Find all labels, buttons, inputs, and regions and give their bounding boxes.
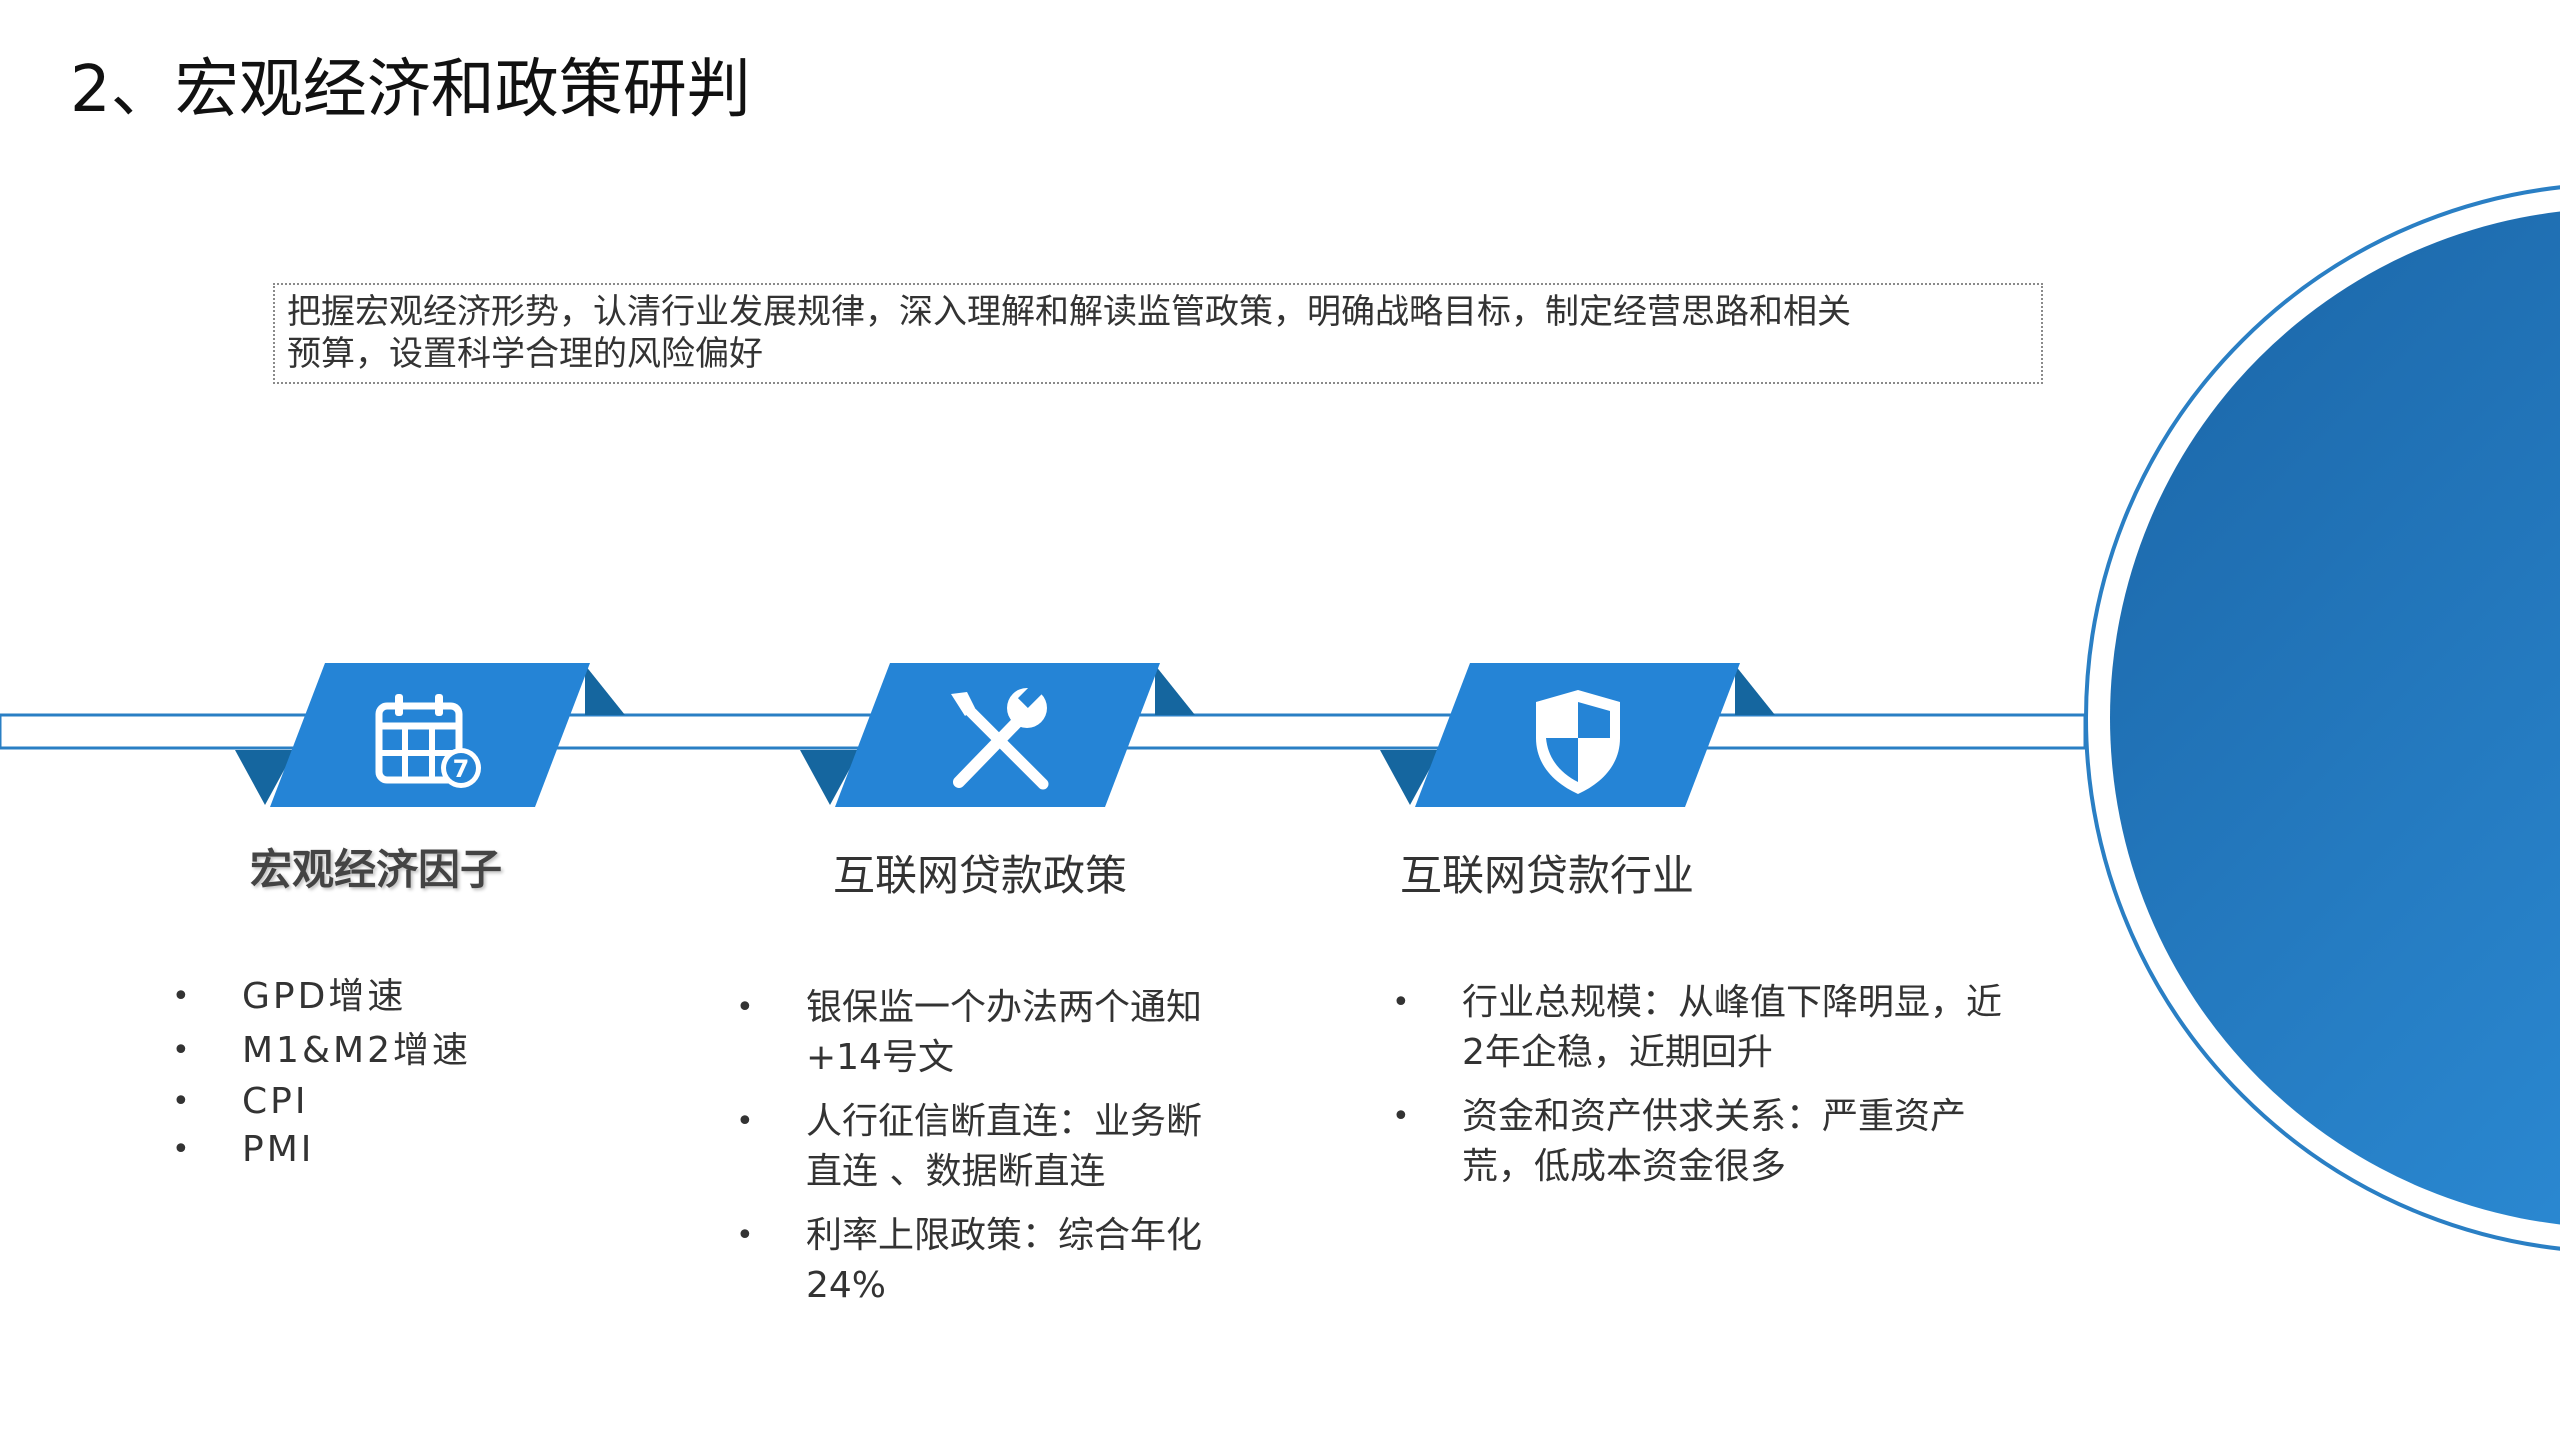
card-title-macro: 宏观经济因子 <box>250 845 503 894</box>
list-item: 行业总规模：从峰值下降明显，近2年企稳，近期回升 <box>1392 978 2022 1078</box>
list-item: 资金和资产供求关系：严重资产荒，低成本资金很多 <box>1392 1092 2022 1192</box>
slide-title: 2、宏观经济和政策研判 <box>70 53 751 127</box>
summary-line-1: 把握宏观经济形势，认清行业发展规律，深入理解和解读监管政策，明确战略目标，制定经… <box>287 292 1851 332</box>
list-item: 银保监一个办法两个通知+14号文 <box>736 983 1236 1083</box>
calendar-badge: 7 <box>453 755 470 783</box>
card-title-policy: 互联网贷款政策 <box>833 851 1128 900</box>
policy-bullet-list: 银保监一个办法两个通知+14号文 人行征信断直连：业务断直连 、数据断直连 利率… <box>736 983 1236 1325</box>
list-item: PMI <box>172 1126 572 1174</box>
list-item: CPI <box>172 1078 572 1126</box>
summary-box: 把握宏观经济形势，认清行业发展规律，深入理解和解读监管政策，明确战略目标，制定经… <box>273 283 2043 384</box>
list-item: 利率上限政策：综合年化24% <box>736 1211 1236 1311</box>
calendar-icon: 7 <box>375 694 481 788</box>
macro-bullet-list: GPD增速 M1&M2增速 CPI PMI <box>172 970 572 1174</box>
list-item: GPD增速 <box>172 970 572 1024</box>
shield-icon <box>1536 690 1620 794</box>
list-item: M1&M2增速 <box>172 1024 572 1078</box>
list-item: 人行征信断直连：业务断直连 、数据断直连 <box>736 1097 1236 1197</box>
industry-bullet-list: 行业总规模：从峰值下降明显，近2年企稳，近期回升 资金和资产供求关系：严重资产荒… <box>1392 978 2022 1206</box>
wrench-screwdriver-icon <box>951 686 1049 790</box>
card-title-industry: 互联网贷款行业 <box>1400 851 1695 900</box>
circle-inner <box>2110 211 2560 1225</box>
summary-line-2: 预算，设置科学合理的风险偏好 <box>287 334 763 374</box>
